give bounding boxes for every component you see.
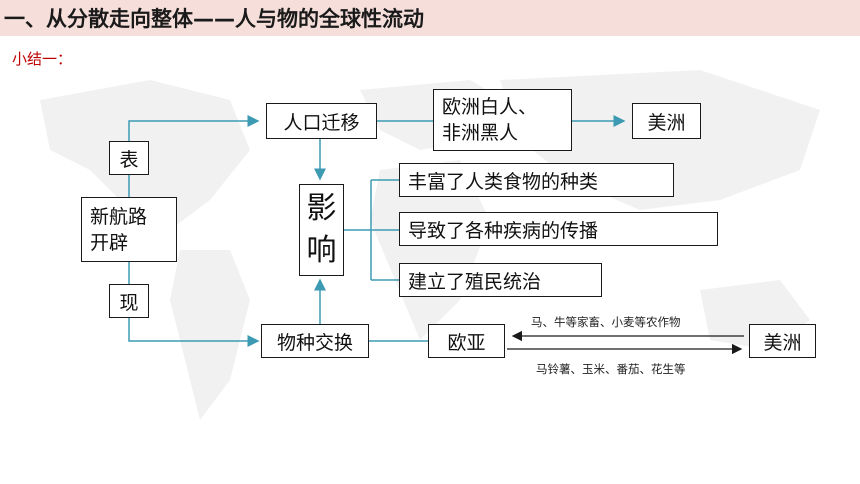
box-influence: 影 响 [299, 184, 344, 276]
box-new-sea-route: 新航路 开辟 [81, 197, 177, 262]
box-population-migration: 人口迁移 [266, 103, 377, 139]
box-species-exchange: 物种交换 [261, 324, 369, 358]
box-effect-colonial-rule: 建立了殖民统治 [399, 263, 602, 297]
connector-to-migration [128, 115, 260, 141]
influence-char-2: 响 [306, 233, 337, 268]
connector-to-exchange [128, 318, 260, 347]
title-bar: 一、从分散走向整体——人与物的全球性流动 [0, 0, 860, 36]
box-biao: 表 [109, 141, 149, 175]
box-europeans-africans: 欧洲白人、 非洲黑人 [433, 89, 572, 151]
label-livestock-crops: 马、牛等家畜、小麦等农作物 [531, 315, 681, 329]
influence-char-1: 影 [306, 191, 337, 226]
box-americas-top: 美洲 [632, 103, 701, 139]
box-effect-food: 丰富了人类食物的种类 [399, 163, 674, 197]
box-xian: 现 [109, 284, 149, 318]
box-effect-disease: 导致了各种疾病的传播 [399, 212, 718, 246]
box-americas-bottom: 美洲 [749, 324, 816, 358]
summary-label: 小结一： [12, 50, 73, 68]
page-title: 一、从分散走向整体——人与物的全球性流动 [4, 7, 424, 31]
label-american-crops: 马铃薯、玉米、番茄、花生等 [536, 362, 686, 376]
box-eurasia: 欧亚 [428, 324, 505, 358]
